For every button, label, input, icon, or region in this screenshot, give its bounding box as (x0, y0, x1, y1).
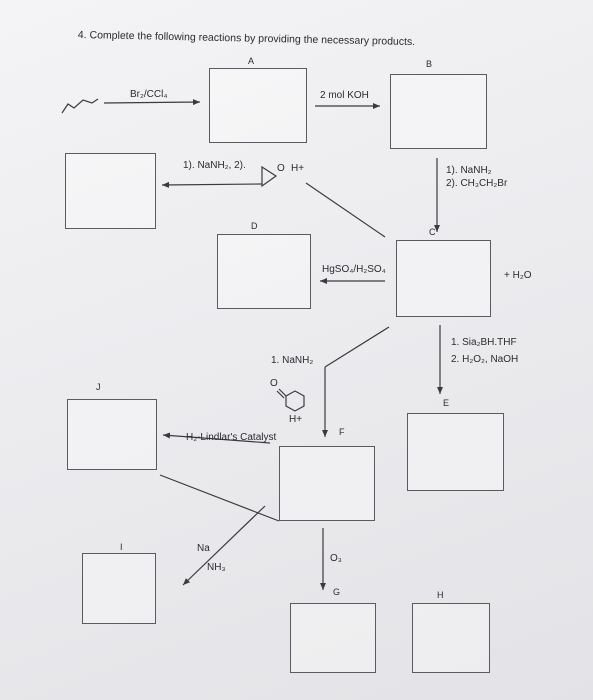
label-b: B (426, 59, 433, 69)
label-c: C (429, 227, 436, 237)
arrow-bromination (103, 99, 201, 106)
answer-box-d[interactable] (217, 234, 311, 309)
label-a: A (248, 56, 255, 66)
label-h: H (437, 590, 444, 600)
reagent-hydroboration-1: 1. Sia₂BH.THF (451, 337, 517, 348)
answer-box-f[interactable] (279, 446, 375, 521)
reagent-ketone-o: O (270, 378, 278, 389)
reagent-koh: 2 mol KOH (320, 90, 369, 101)
epoxide-structure (261, 165, 278, 188)
starting-alkene-structure (61, 98, 99, 114)
answer-box-start-left[interactable] (65, 153, 156, 229)
reagent-epoxide-o: O (277, 163, 285, 174)
answer-box-a[interactable] (209, 68, 307, 143)
label-d: D (251, 221, 258, 231)
answer-box-c[interactable] (396, 240, 491, 317)
cyclohexanone-structure (285, 390, 305, 412)
label-i: I (120, 542, 123, 552)
connector-diagonal-upper (305, 182, 386, 238)
label-g: G (333, 587, 341, 597)
connector-diagonal-middle (324, 326, 390, 368)
reagent-na: Na (197, 543, 210, 554)
connector-diagonal-lower (159, 474, 280, 522)
answer-box-b[interactable] (390, 74, 487, 149)
label-e: E (443, 398, 450, 408)
reagent-nanh2-alkyl-1: 1). NaNH₂ (446, 165, 492, 176)
answer-box-g[interactable] (290, 603, 376, 673)
answer-box-j[interactable] (67, 399, 157, 470)
reagent-h-plus-top: H+ (291, 163, 305, 174)
label-j: J (96, 382, 101, 392)
reagent-hydroboration-2: 2. H₂O₂, NaOH (451, 354, 519, 365)
reagent-nanh2-alkyl-2: 2). CH₃CH₂Br (446, 178, 508, 189)
reagent-br2-ccl4: Br₂/CCl₄ (130, 89, 168, 100)
reagent-lindlar: H₂-Lindlar's Catalyst (186, 432, 277, 443)
reagent-nanh2-ketone: 1. NaNH₂ (271, 355, 314, 366)
reagent-water: + H₂O (504, 270, 532, 281)
label-f: F (339, 427, 345, 437)
arrow-dissolving-metal (182, 505, 266, 586)
reagent-nanh2-step: 1). NaNH₂, 2). (183, 160, 246, 171)
reagent-nh3: NH₃ (207, 562, 226, 573)
answer-box-i[interactable] (82, 553, 156, 624)
answer-box-h[interactable] (412, 603, 490, 673)
arrow-lindlar (162, 432, 271, 444)
reagent-h-plus-mid: H+ (289, 414, 303, 425)
answer-box-e[interactable] (407, 413, 504, 491)
reagent-hgso4: HgSO₄/H₂SO₄ (322, 264, 386, 275)
reagent-ozone: O₃ (330, 553, 342, 564)
arrow-epoxide-opening (161, 181, 263, 188)
